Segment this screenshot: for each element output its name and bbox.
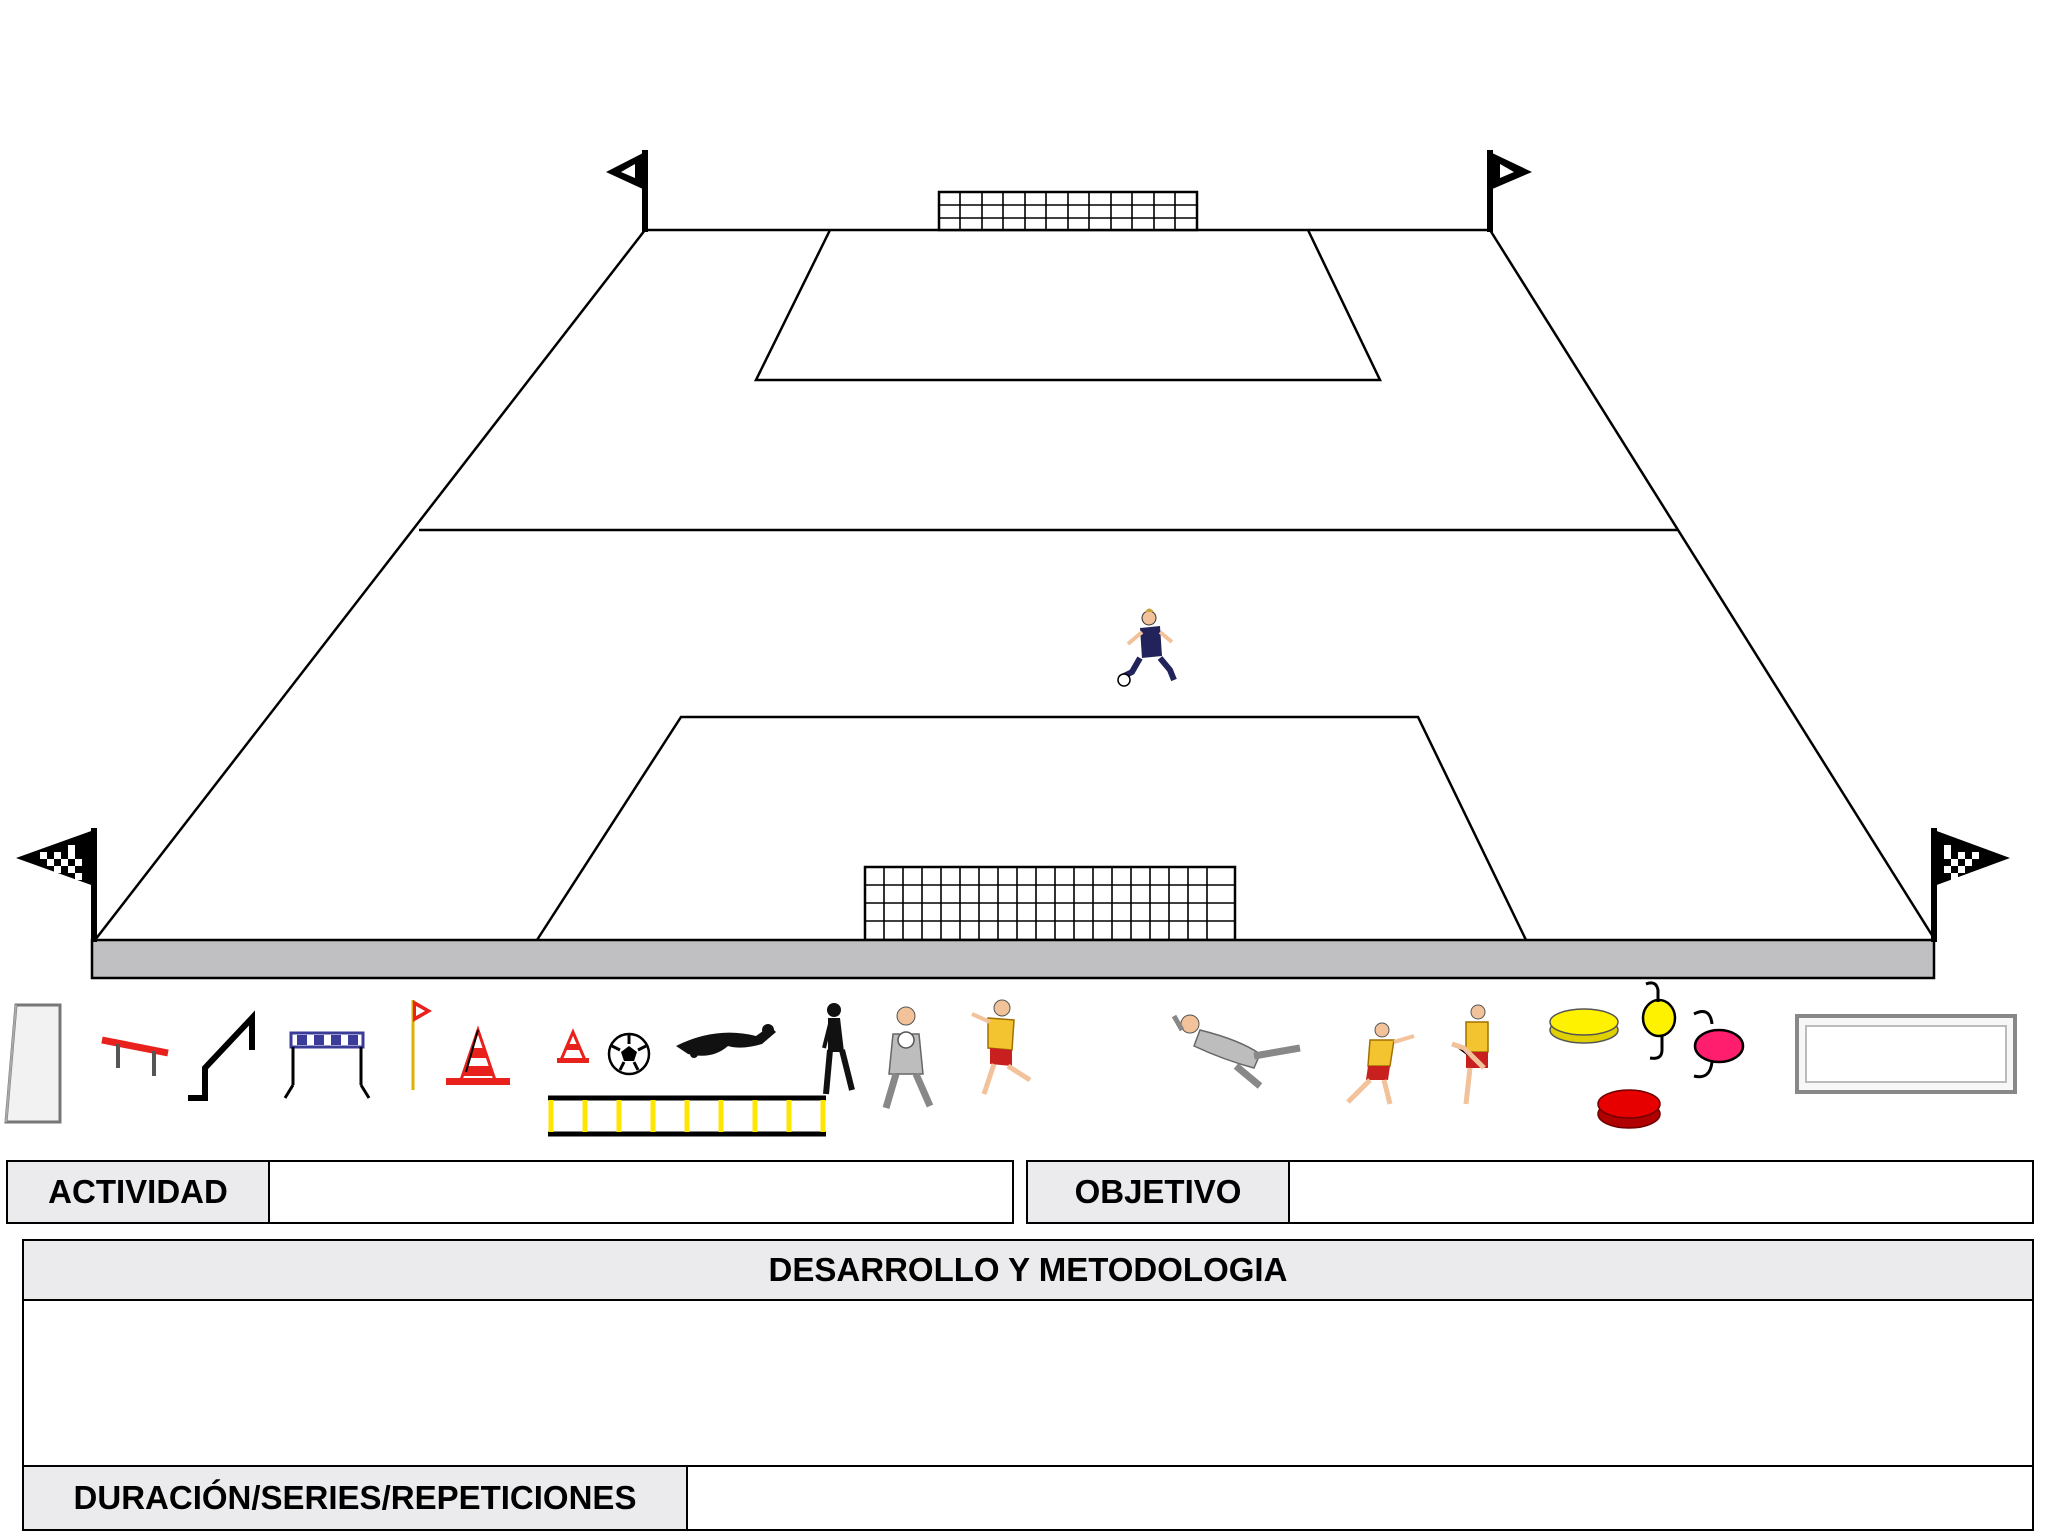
near-penalty-area [535, 715, 1528, 941]
goalkeeper-catch-icon[interactable] [882, 1006, 934, 1109]
toolbox [4, 981, 2017, 1137]
left-touchline [94, 229, 646, 941]
soccer-field-diagram [4, 150, 2017, 1137]
marker-yellow-icon[interactable] [1641, 981, 1677, 1060]
near-goal-net [863, 865, 1237, 942]
disc-yellow-icon[interactable] [1549, 1008, 1619, 1044]
agility-ladder-icon[interactable] [548, 1095, 826, 1137]
desarrollo-section: DESARROLLO Y METODOLOGIA DURACIÓN/SERIES… [22, 1239, 2034, 1531]
hurdle-icon[interactable] [283, 1031, 371, 1099]
corner-flag-icon [1931, 828, 2010, 942]
objetivo-input[interactable] [1290, 1162, 2032, 1222]
big-cone-icon[interactable] [446, 1025, 510, 1085]
actividad-input[interactable] [270, 1162, 1012, 1222]
near-edge-bench [90, 938, 1936, 980]
actividad-label: ACTIVIDAD [8, 1162, 270, 1222]
objetivo-field: OBJETIVO [1026, 1160, 2034, 1224]
corner-flag-icon [1487, 150, 1532, 232]
runner-silhouette-icon[interactable] [822, 1003, 855, 1095]
small-cone-icon[interactable] [557, 1028, 589, 1063]
low-hurdle-icon[interactable] [101, 1036, 169, 1076]
pole-icon[interactable] [188, 1010, 255, 1101]
diving-player-icon[interactable] [676, 1024, 776, 1058]
corner-flag-icon [606, 150, 648, 232]
marker-pink-icon[interactable] [1693, 1010, 1745, 1079]
field-lines [94, 228, 1937, 941]
desarrollo-textarea[interactable] [24, 1301, 2032, 1467]
duracion-label: DURACIÓN/SERIES/REPETICIONES [24, 1467, 688, 1529]
goal-side-icon[interactable] [4, 1003, 62, 1124]
player-kick-icon[interactable] [971, 999, 1032, 1095]
far-penalty-area [753, 229, 1382, 382]
disc-red-icon[interactable] [1597, 1089, 1661, 1129]
duracion-input[interactable] [688, 1467, 2032, 1529]
ball-icon[interactable] [607, 1032, 651, 1076]
player-shoot-icon[interactable] [1451, 1004, 1489, 1105]
actividad-field: ACTIVIDAD [6, 1160, 1014, 1224]
player-run-icon[interactable] [1346, 1022, 1415, 1105]
goalkeeper-dive-icon[interactable] [1171, 1014, 1301, 1089]
goal-front-icon[interactable] [1795, 1014, 2017, 1094]
right-touchline [1488, 229, 1937, 941]
far-goal-net [937, 190, 1199, 232]
corner-flag-icon[interactable] [411, 1000, 432, 1090]
corner-flag-icon [16, 828, 97, 942]
objetivo-label: OBJETIVO [1028, 1162, 1290, 1222]
player-dribbling-icon [1117, 608, 1177, 687]
desarrollo-header: DESARROLLO Y METODOLOGIA [24, 1241, 2032, 1301]
